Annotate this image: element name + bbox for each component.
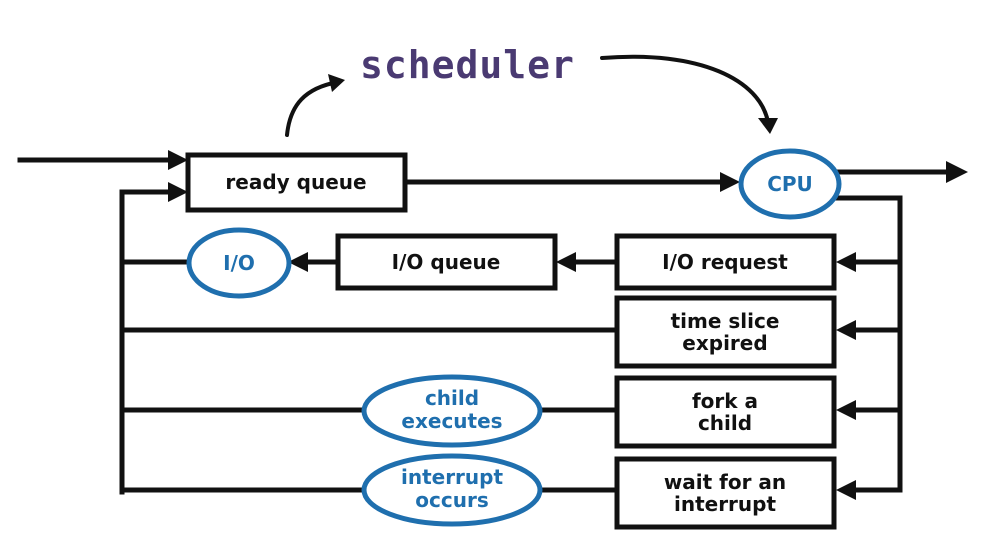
child-executes-label-line1: child [425,386,479,410]
scheduler-to-cpu-arrowhead [758,118,778,134]
branch-wait-arrowhead [836,480,856,500]
interrupt-occurs-label-line2: occurs [415,488,488,512]
io-queue-label: I/O queue [392,250,501,274]
interrupt-occurs-node: interrupt occurs [361,453,543,527]
io-queue-to-io-arrowhead [288,252,308,272]
ready-queue-node: ready queue [185,152,408,213]
branch-fork-arrowhead [836,400,856,420]
time-slice-label-line2: expired [682,331,767,355]
cpu-exit-arrowhead [946,161,968,183]
time-slice-label-line1: time slice [671,309,780,333]
io-request-label: I/O request [662,250,788,274]
fork-child-label-line1: fork a [692,389,758,413]
io-node: I/O [186,227,292,299]
scheduler-to-cpu-curve [600,54,770,124]
entry-arrowhead [168,150,188,170]
fork-child-label-line2: child [698,411,752,435]
cpu-node: CPU [738,148,842,220]
ready-queue-label: ready queue [225,170,366,194]
cpu-label: CPU [767,172,813,196]
ready-to-scheduler-curve [285,80,340,137]
wait-interrupt-label-line2: interrupt [674,492,777,516]
wait-interrupt-node: wait for an interrupt [614,456,837,530]
ready-to-cpu-arrowhead [720,172,740,192]
io-queue-node: I/O queue [335,233,558,291]
return-arrowhead [168,182,188,202]
child-executes-label-line2: executes [401,409,502,433]
io-request-node: I/O request [614,233,837,291]
io-label: I/O [223,251,255,275]
io-request-to-queue-arrowhead [556,252,576,272]
child-executes-node: child executes [361,374,543,448]
branch-time-slice-arrowhead [836,320,856,340]
fork-child-node: fork a child [614,375,837,449]
interrupt-occurs-label-line1: interrupt [401,465,504,489]
ready-to-scheduler-arrowhead [328,74,345,92]
time-slice-node: time slice expired [614,295,837,369]
scheduler-label: scheduler [360,43,575,87]
branch-io-request-arrowhead [836,252,856,272]
wait-interrupt-label-line1: wait for an [664,470,786,494]
